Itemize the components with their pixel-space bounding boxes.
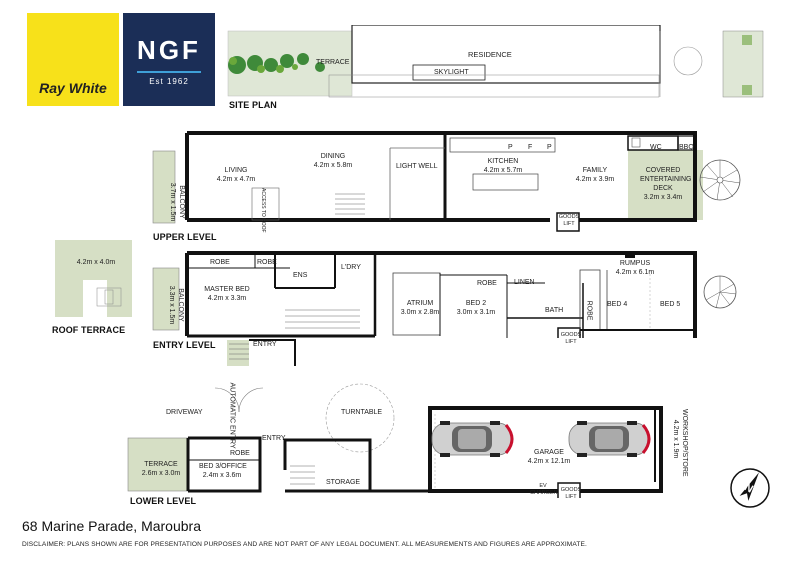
turntable-label: TURNTABLE — [341, 409, 383, 416]
robe2-label: ROBE — [257, 259, 277, 266]
north-arrow-icon: N — [730, 468, 770, 508]
roof-terrace-drawing — [55, 240, 132, 317]
ngf-logo: NGF Est 1962 — [123, 13, 215, 106]
property-address: 68 Marine Parade, Maroubra — [22, 518, 201, 534]
bbq-label: BBQ — [679, 144, 694, 151]
lower-robe-label: ROBE — [230, 450, 250, 457]
spiral-stair-icon — [699, 159, 741, 201]
entry-label: ENTRY — [253, 341, 277, 348]
site-plan-title: SITE PLAN — [229, 100, 277, 110]
roof-terrace-title: ROOF TERRACE — [52, 325, 126, 335]
ngf-est-text: Est 1962 — [149, 77, 189, 86]
storage-label: STORAGE — [326, 479, 361, 486]
bed4-label: BED 4 — [607, 301, 628, 308]
entry-level-title: ENTRY LEVEL — [153, 340, 216, 350]
ray-white-logo: Ray White — [27, 13, 119, 106]
ens-label: ENS — [293, 272, 308, 279]
linen-label: LINEN — [514, 279, 535, 286]
bed5-label: BED 5 — [660, 301, 681, 308]
spiral-stair-icon — [703, 275, 737, 309]
kitchen-p1-label: P — [508, 144, 513, 151]
upper-level-title: UPPER LEVEL — [153, 232, 217, 242]
site-terrace-label: TERRACE — [316, 59, 350, 66]
car-icon — [431, 421, 514, 457]
entry-level-drawing — [152, 251, 697, 338]
ev-charger-label: EV CHARGER — [530, 483, 558, 496]
car-icon — [568, 421, 651, 457]
upper-goods-lift-label: GOODS LIFT — [558, 214, 580, 227]
wc-label: WC — [650, 144, 662, 151]
automatic-entry-label: AUTOMATIC ENTRY — [228, 382, 236, 449]
lower-level-drawing — [127, 383, 663, 498]
access-to-roof-label: ACCESS TO ROOF — [260, 188, 266, 233]
light-well-label: LIGHT WELL — [396, 163, 438, 170]
robe1-label: ROBE — [210, 259, 230, 266]
entry-goods-lift-label: GOODS LIFT — [560, 332, 582, 345]
bath-label: BATH — [545, 307, 564, 314]
robe4-label: ROBE — [585, 300, 593, 321]
upper-level-drawing — [152, 131, 703, 232]
roof-terrace-dim-label: 4.2m x 4.0m — [76, 259, 116, 266]
stairs-icon — [227, 339, 296, 366]
lower-level-title: LOWER LEVEL — [130, 496, 197, 506]
lower-goods-lift-label: GOODS LIFT — [560, 487, 582, 500]
ngf-logo-text: NGF — [137, 35, 201, 65]
robe3-label: ROBE — [477, 280, 497, 287]
disclaimer-text: DISCLAIMER: PLANS SHOWN ARE FOR PRESENTA… — [22, 541, 587, 548]
site-plan-drawing — [227, 25, 764, 98]
lower-entry-label: ENTRY — [262, 435, 286, 442]
ngf-logo-bar — [137, 71, 201, 73]
kitchen-p2-label: P — [547, 144, 552, 151]
driveway-label: DRIVEWAY — [166, 409, 203, 416]
ray-white-logo-text: Ray White — [39, 80, 107, 96]
kitchen-f-label: F — [528, 144, 533, 151]
site-residence-label: RESIDENCE — [468, 50, 512, 59]
site-skylight-label: SKYLIGHT — [434, 69, 469, 76]
laundry-label: L'DRY — [341, 264, 361, 271]
